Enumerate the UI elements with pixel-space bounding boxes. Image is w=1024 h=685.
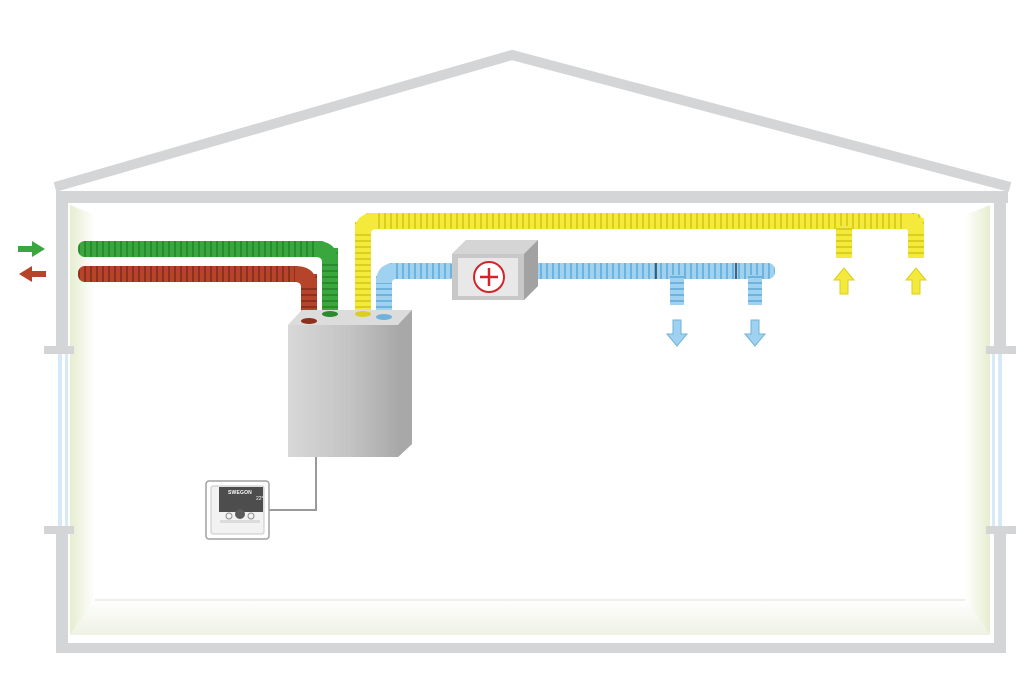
controller-temperature-readout: 22° bbox=[256, 496, 264, 502]
controller-right-button bbox=[247, 512, 255, 520]
duct-heater bbox=[452, 240, 538, 300]
control-cable bbox=[268, 457, 317, 511]
plus-circle-icon bbox=[473, 261, 505, 293]
air-handling-unit bbox=[288, 310, 412, 457]
controller-center-button bbox=[235, 509, 245, 519]
room-controller bbox=[205, 480, 270, 540]
roof bbox=[53, 49, 1012, 192]
exhaust-air-duct bbox=[78, 266, 317, 322]
fresh-air-duct bbox=[78, 241, 338, 313]
arrow-down-icon bbox=[665, 319, 767, 347]
arrow-left-icon bbox=[19, 266, 46, 282]
arrow-up-icon bbox=[832, 267, 928, 295]
house-outline bbox=[53, 49, 1012, 653]
extract-air-duct bbox=[355, 213, 924, 314]
right-window bbox=[986, 346, 1016, 534]
left-window bbox=[44, 346, 74, 534]
room-interior bbox=[70, 205, 990, 635]
supply-air-duct bbox=[376, 263, 775, 318]
arrow-right-icon bbox=[18, 241, 45, 257]
controller-left-button bbox=[225, 512, 233, 520]
controller-brand-label: SWEGON bbox=[228, 490, 252, 496]
